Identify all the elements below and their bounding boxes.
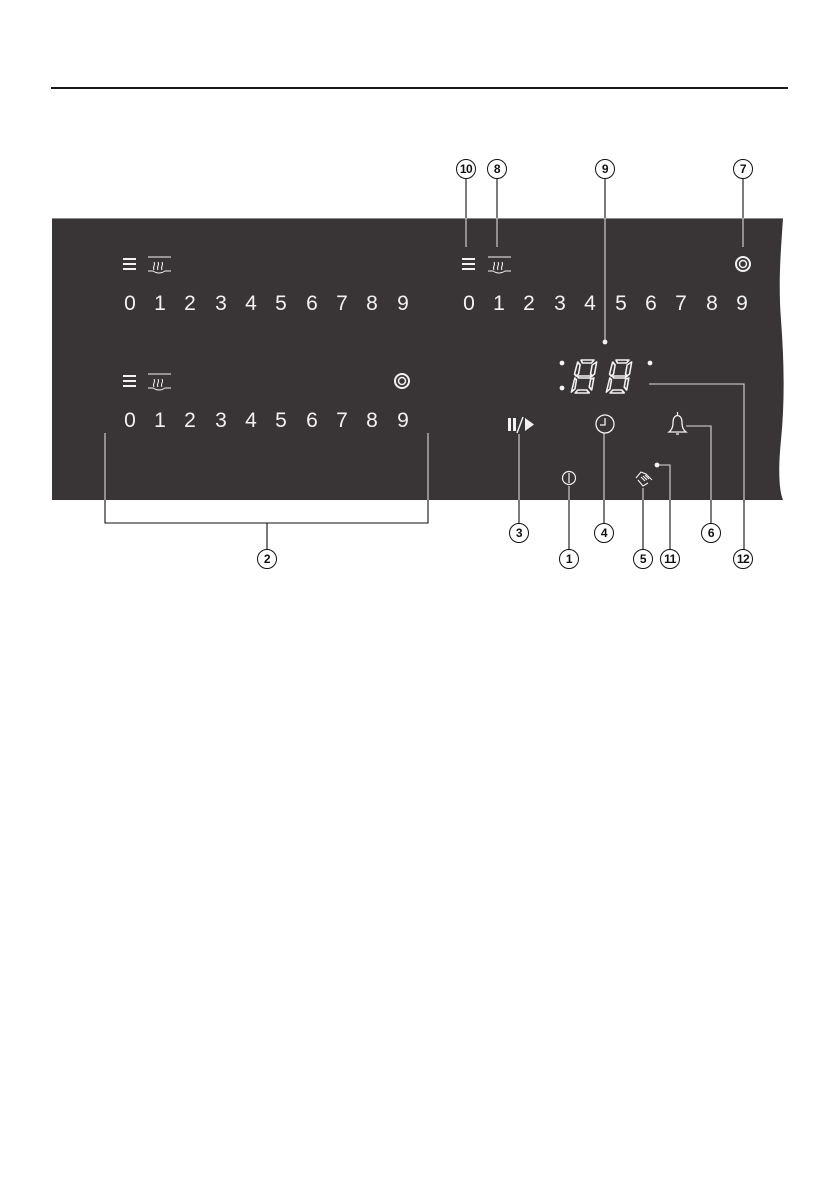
keep-warm-icon bbox=[148, 373, 171, 391]
control-panel bbox=[52, 218, 784, 500]
clock-icon bbox=[595, 414, 615, 434]
left2-level-6[interactable]: 6 bbox=[306, 409, 318, 432]
left-level-9[interactable]: 9 bbox=[397, 292, 409, 315]
left-level-8[interactable]: 8 bbox=[366, 292, 378, 315]
wipe-protect-icon bbox=[635, 471, 653, 487]
left-level-5[interactable]: 5 bbox=[275, 292, 287, 315]
timer-display bbox=[573, 356, 633, 396]
pause-play-button[interactable] bbox=[503, 413, 538, 435]
right-zone-keep-warm-button[interactable] bbox=[458, 252, 514, 274]
left2-level-7[interactable]: 7 bbox=[336, 409, 348, 432]
indicator-light bbox=[654, 462, 660, 468]
left-level-4[interactable]: 4 bbox=[245, 292, 257, 315]
right-level-1[interactable]: 1 bbox=[493, 292, 505, 315]
left-bottom-zone-keep-warm-button[interactable] bbox=[118, 369, 174, 391]
callout-8: 8 bbox=[487, 159, 507, 179]
left2-level-4[interactable]: 4 bbox=[245, 409, 257, 432]
bell-icon bbox=[667, 412, 688, 435]
right-level-7[interactable]: 7 bbox=[675, 292, 687, 315]
left-level-2[interactable]: 2 bbox=[184, 292, 196, 315]
callout-10: 10 bbox=[456, 159, 476, 179]
alarm-button[interactable] bbox=[666, 410, 690, 436]
left2-level-2[interactable]: 2 bbox=[184, 409, 196, 432]
callout-5: 5 bbox=[633, 549, 653, 569]
callout-2: 2 bbox=[257, 549, 277, 569]
booster-ring-icon bbox=[735, 256, 751, 272]
left-level-6[interactable]: 6 bbox=[306, 292, 318, 315]
left-booster-button[interactable] bbox=[392, 371, 412, 391]
left2-level-0[interactable]: 0 bbox=[124, 409, 136, 432]
left2-level-9[interactable]: 9 bbox=[397, 409, 409, 432]
booster-ring-icon bbox=[394, 373, 410, 389]
callout-4: 4 bbox=[594, 523, 614, 543]
left-level-7[interactable]: 7 bbox=[336, 292, 348, 315]
left-level-3[interactable]: 3 bbox=[215, 292, 227, 315]
left2-level-3[interactable]: 3 bbox=[215, 409, 227, 432]
right-level-9[interactable]: 9 bbox=[736, 292, 748, 315]
timer-button[interactable] bbox=[594, 413, 616, 435]
header-rule bbox=[51, 87, 788, 89]
callout-12: 12 bbox=[733, 549, 753, 569]
menu-lines-icon bbox=[123, 258, 136, 270]
seven-segment-display bbox=[570, 359, 633, 394]
left2-level-1[interactable]: 1 bbox=[154, 409, 166, 432]
right-level-8[interactable]: 8 bbox=[706, 292, 718, 315]
right-level-4[interactable]: 4 bbox=[584, 292, 596, 315]
callout-7: 7 bbox=[733, 159, 753, 179]
display-dots bbox=[559, 339, 660, 468]
left2-level-8[interactable]: 8 bbox=[366, 409, 378, 432]
left-level-1[interactable]: 1 bbox=[154, 292, 166, 315]
keep-warm-icon bbox=[148, 256, 171, 274]
callout-6: 6 bbox=[701, 523, 721, 543]
wipe-protect-button[interactable] bbox=[632, 468, 654, 490]
right-level-5[interactable]: 5 bbox=[615, 292, 627, 315]
right-booster-button[interactable] bbox=[733, 254, 753, 274]
right-level-0[interactable]: 0 bbox=[463, 292, 475, 315]
power-icon bbox=[561, 470, 577, 486]
menu-lines-icon bbox=[123, 375, 136, 387]
callout-11: 11 bbox=[660, 549, 680, 569]
callout-9: 9 bbox=[595, 159, 615, 179]
left-level-0[interactable]: 0 bbox=[124, 292, 136, 315]
left-top-zone-keep-warm-button[interactable] bbox=[118, 252, 174, 274]
right-level-6[interactable]: 6 bbox=[645, 292, 657, 315]
callout-1: 1 bbox=[559, 549, 579, 569]
right-level-3[interactable]: 3 bbox=[554, 292, 566, 315]
keep-warm-icon bbox=[488, 256, 511, 274]
menu-lines-icon bbox=[462, 258, 475, 270]
callout-3: 3 bbox=[509, 523, 529, 543]
right-level-2[interactable]: 2 bbox=[523, 292, 535, 315]
power-button[interactable] bbox=[560, 469, 578, 487]
pause-play-icon bbox=[508, 416, 534, 434]
left2-level-5[interactable]: 5 bbox=[275, 409, 287, 432]
